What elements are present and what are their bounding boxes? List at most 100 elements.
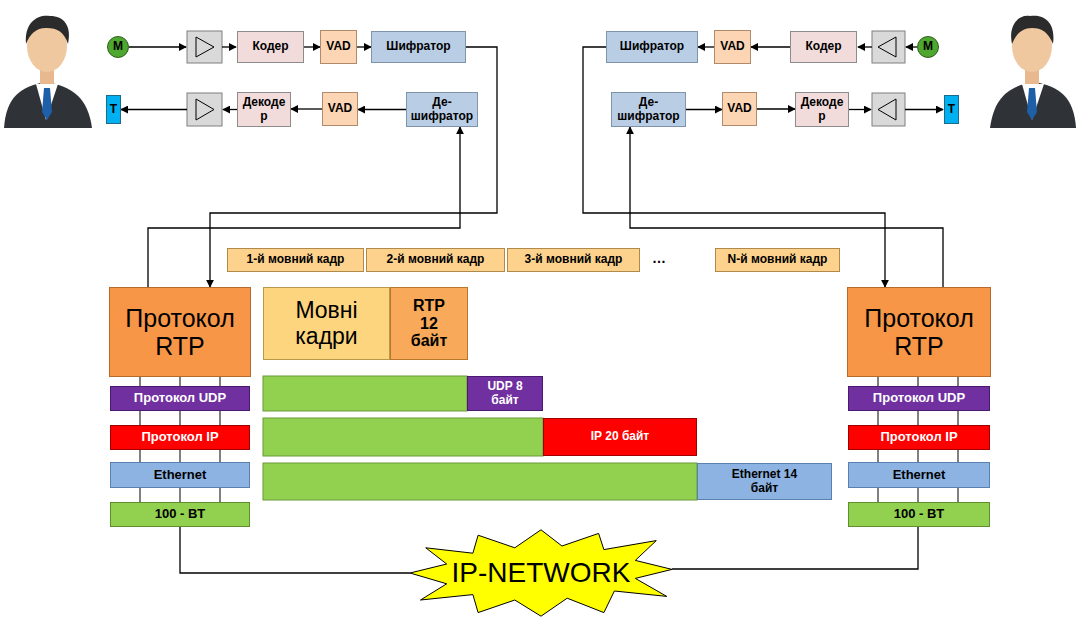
node-text: VAD: [326, 39, 350, 53]
cipher-box: Де- шифратор: [611, 92, 686, 127]
node-text: Протокол RTP: [864, 304, 973, 360]
cipher-box: Шифратор: [606, 31, 698, 63]
text-wrap: Ethernet 14 байт: [730, 468, 800, 495]
connector: [358, 109, 406, 110]
node-text: Шифратор: [386, 39, 450, 53]
cipher-box: Де- шифратор: [406, 92, 478, 127]
text-wrap: M: [923, 40, 933, 53]
vad-box: VAD: [322, 92, 358, 126]
node-text: Кодер: [252, 39, 288, 53]
node-text: Мовні кадри: [295, 297, 357, 349]
node-text: VAD: [727, 101, 751, 115]
mic-circle: M: [107, 36, 129, 58]
node-text: M: [113, 39, 123, 53]
phone-box: T: [944, 95, 959, 124]
node-text: Де- шифратор: [617, 95, 679, 122]
node-text: Кодер: [805, 39, 841, 53]
node-text: Ethernet: [154, 467, 207, 482]
text-wrap: Де- шифратор: [409, 96, 475, 123]
frame-box: N-й мовний кадр: [715, 248, 840, 272]
node-text: IP 20 байт: [591, 429, 649, 443]
node-text: Протокол UDP: [873, 390, 965, 405]
text-wrap: VAD: [720, 40, 744, 53]
codec-box: Кодер: [790, 31, 857, 63]
node-text: Шифратор: [620, 39, 684, 53]
node-text: VAD: [720, 39, 744, 53]
text-wrap: N-й мовний кадр: [728, 253, 828, 266]
connector: [357, 46, 371, 47]
node-text: M: [923, 39, 933, 53]
connector: [757, 108, 795, 109]
connector: [304, 46, 320, 47]
node-text: UDP 8 байт: [487, 379, 522, 406]
text-wrap: UDP 8 байт: [482, 380, 528, 407]
protocol-box: 100 - BT: [110, 502, 250, 527]
person-icon: [4, 16, 92, 128]
node-text: 100 - BT: [894, 506, 945, 521]
text-wrap: Протокол IP: [880, 430, 957, 445]
protocol-box: Ethernet: [848, 462, 990, 488]
text-wrap: RTP 12 байт: [407, 297, 451, 351]
connector: [698, 46, 714, 47]
connector: [630, 127, 943, 287]
header-box: Ethernet 14 байт: [697, 463, 832, 500]
text-wrap: Кодер: [252, 40, 288, 53]
text-wrap: Ethernet: [154, 468, 207, 483]
vad-box: VAD: [714, 30, 751, 64]
text-wrap: VAD: [727, 102, 751, 115]
text-wrap: Декоде р: [798, 96, 846, 123]
protocol-box: Протокол IP: [848, 425, 990, 450]
node-text: 2-й мовний кадр: [387, 252, 485, 266]
text-wrap: Ethernet: [893, 468, 946, 483]
node-text: N-й мовний кадр: [728, 252, 828, 266]
header-box: RTP 12 байт: [390, 287, 468, 360]
text-wrap: 3-й мовний кадр: [525, 253, 623, 266]
protocol-box: Протокол RTP: [109, 287, 251, 377]
protocol-box: Протокол IP: [110, 425, 250, 450]
network-cloud: IP-NETWORK: [410, 528, 672, 618]
vad-box: VAD: [320, 30, 357, 64]
text-wrap: IP 20 байт: [590, 430, 650, 443]
connector: [672, 527, 918, 569]
mic-circle: M: [917, 36, 939, 58]
text-wrap: 1-й мовний кадр: [247, 253, 345, 266]
node-text: Ethernet 14 байт: [732, 467, 797, 494]
text-wrap: VAD: [326, 40, 350, 53]
node-text: Декоде р: [243, 95, 286, 122]
node-text: IP-NETWORK: [452, 557, 631, 588]
node-text: Протокол IP: [880, 429, 957, 444]
connector: [291, 108, 322, 109]
text-wrap: Протокол UDP: [873, 391, 965, 406]
phone-box: T: [106, 95, 121, 124]
text-wrap: 2-й мовний кадр: [387, 253, 485, 266]
codec-box: Декоде р: [237, 92, 291, 127]
vad-box: VAD: [722, 92, 757, 126]
text-wrap: Протокол IP: [141, 430, 218, 445]
node-text: 1-й мовний кадр: [247, 252, 345, 266]
node-text: VAD: [328, 101, 352, 115]
protocol-box: Ethernet: [110, 462, 250, 488]
node-text: RTP 12 байт: [411, 297, 447, 350]
node-text: 100 - BT: [155, 506, 206, 521]
frame-box: 2-й мовний кадр: [366, 248, 505, 272]
person-icon: [990, 16, 1076, 128]
node-text: Протокол RTP: [125, 304, 234, 360]
node-text: Протокол UDP: [134, 390, 226, 405]
text-wrap: Мовні кадри: [277, 298, 377, 350]
amplifier-symbol: [187, 31, 905, 126]
protocol-box: Протокол UDP: [110, 386, 250, 411]
codec-box: Кодер: [237, 31, 304, 63]
frame-box: 1-й мовний кадр: [227, 248, 364, 272]
text-wrap: M: [113, 40, 123, 53]
connector: [686, 109, 722, 110]
payload-box: Мовні кадри: [263, 287, 390, 360]
codec-box: Декоде р: [795, 92, 849, 127]
node-text: Декоде р: [801, 95, 844, 122]
protocol-box: 100 - BT: [848, 502, 990, 527]
header-box: UDP 8 байт: [467, 376, 543, 411]
ellipsis-label: …: [652, 250, 666, 266]
text-wrap: Де- шифратор: [616, 96, 682, 123]
text-wrap: Шифратор: [620, 40, 684, 53]
text-wrap: IP-NETWORK: [452, 557, 631, 588]
connector: [180, 527, 410, 573]
